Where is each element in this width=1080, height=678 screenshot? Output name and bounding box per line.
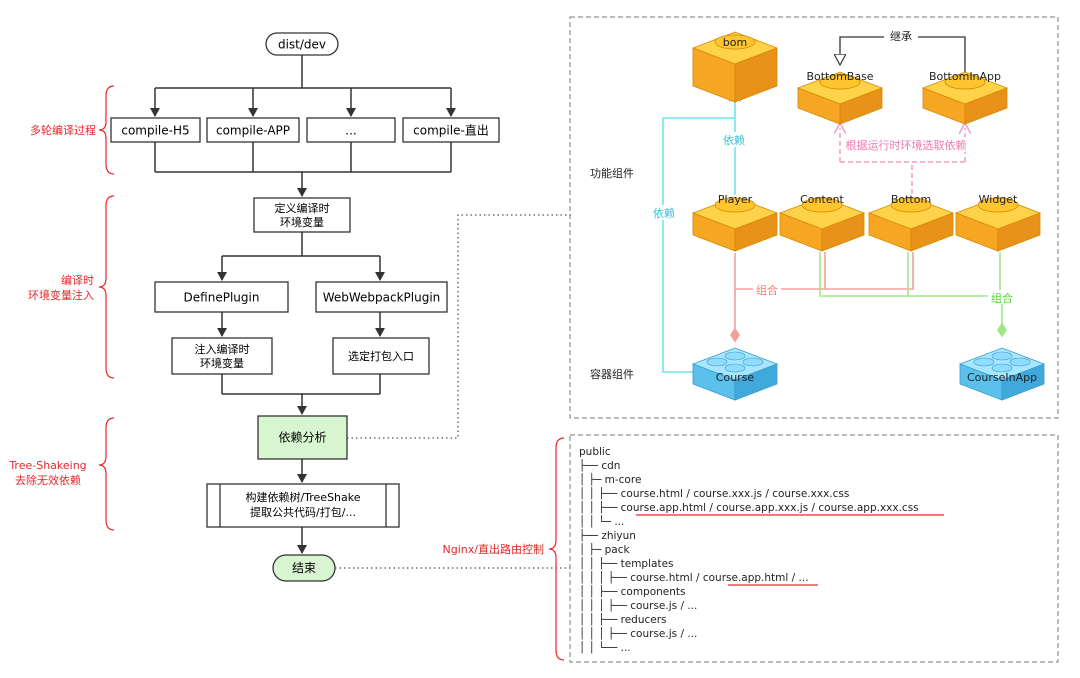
brick-content-label: Content — [800, 193, 844, 206]
brick-course: Course — [691, 347, 779, 401]
compile-app-label: compile-APP — [216, 124, 290, 138]
select-by-env-label: 根据运行时环境选取依赖 — [846, 138, 967, 152]
tree-line: │ │ └── ... — [579, 641, 631, 654]
brick-widget-label: Widget — [979, 193, 1018, 206]
brace-env-inject — [98, 195, 115, 379]
components-panel — [569, 16, 1059, 419]
tree-line: │ │ │ ├── course.html / course.app.html … — [579, 571, 809, 584]
brick-widget: Widget — [954, 193, 1042, 252]
inherit-label: 继承 — [890, 30, 912, 43]
tree-line: │ │ ├── templates — [579, 557, 674, 570]
depends-label-1: 依赖 — [723, 134, 745, 147]
build-line1: 构建依赖树/TreeShake — [245, 490, 360, 504]
brick-player: Player — [691, 193, 779, 252]
brick-player-label: Player — [718, 193, 753, 206]
brick-course-in-app-label: CourseInApp — [967, 371, 1037, 384]
tree-line: │ │ ├── reducers — [579, 613, 667, 626]
compile-h5-label: compile-H5 — [121, 124, 189, 138]
env-inject-line1: 编译时 — [61, 273, 94, 287]
nginx-label: Nginx/直出路由控制 — [443, 542, 544, 556]
end-label: 结束 — [292, 561, 316, 575]
env-inject-line2: 环境变量注入 — [28, 288, 94, 302]
webpack-plugin-label: WebWebpackPlugin — [323, 291, 441, 305]
brick-bottom-base: BottomBase — [796, 70, 884, 125]
select-entry-box — [332, 337, 430, 375]
combine-label-2: 组合 — [991, 291, 1013, 305]
multi-compile-label: 多轮编译过程 — [30, 123, 96, 137]
brick-content: Content — [778, 193, 866, 252]
tree-shaking-line2: 去除无效依赖 — [15, 473, 81, 487]
tree-line: │ │ ├── course.html / course.xxx.js / co… — [579, 487, 849, 500]
brick-bottom-base-label: BottomBase — [806, 70, 873, 83]
start-label: dist/dev — [278, 38, 326, 52]
tree-line: │ │ │ ├── course.js / ... — [579, 627, 697, 640]
flowchart: dist/dev compile-H5 compile-APP ... comp… — [110, 32, 500, 582]
tree-line: public — [579, 446, 611, 458]
tree-line: ├── cdn — [579, 459, 620, 472]
brick-course-label: Course — [716, 371, 755, 384]
brace-multi-compile — [98, 85, 115, 175]
define-env-line1: 定义编译时 — [275, 201, 330, 215]
combine-label-1: 组合 — [756, 283, 778, 297]
functional-label: 功能组件 — [590, 166, 634, 180]
compile-h5-box — [110, 117, 201, 143]
tree-line: │ ├─ pack — [579, 543, 631, 556]
compile-direct-label: compile-直出 — [413, 124, 489, 138]
inject-env-box — [171, 337, 273, 375]
select-entry-label: 选定打包入口 — [348, 349, 414, 363]
compile-more-label: ... — [345, 124, 356, 138]
dep-analysis-label: 依赖分析 — [278, 430, 326, 445]
routing-panel — [569, 434, 1059, 663]
tree-shaking-line1: Tree-Shakeing — [8, 459, 86, 472]
inject-env-line1: 注入编译时 — [195, 342, 250, 356]
brick-bottom-in-app: BottomInApp — [921, 70, 1009, 125]
brick-bottom-in-app-label: BottomInApp — [929, 70, 1001, 83]
inject-env-line2: 环境变量 — [200, 356, 244, 370]
tree-line: │ │ ├── course.app.html / course.app.xxx… — [579, 501, 919, 514]
dotted-link-top — [347, 214, 572, 439]
container-label: 容器组件 — [590, 367, 634, 381]
tree-line: │ ├─ m-core — [579, 473, 641, 486]
brick-course-in-app: CourseInApp — [958, 347, 1046, 401]
brace-tree-shaking — [98, 417, 115, 531]
webpack-plugin-box — [315, 281, 448, 313]
tree-line: ├── zhiyun — [579, 529, 636, 542]
build-box — [206, 483, 400, 528]
brick-bom-label: bom — [723, 36, 747, 49]
combine-red-lines — [730, 252, 914, 343]
tree-line: │ │ └─ ... — [579, 515, 624, 528]
brace-nginx — [548, 437, 565, 661]
depends-label-2: 依赖 — [653, 207, 675, 220]
define-env-line2: 环境变量 — [280, 215, 324, 229]
tree-line: │ │ │ ├── course.js / ... — [579, 599, 697, 612]
side-labels — [98, 85, 115, 531]
tree-line: │ │ ├── components — [579, 585, 686, 598]
define-plugin-label: DefinePlugin — [184, 291, 260, 305]
file-tree: public ├── cdn │ ├─ m-core │ │ ├── cours… — [579, 446, 944, 654]
brick-bottom: Bottom — [867, 193, 955, 252]
build-line2: 提取公共代码/打包/... — [250, 505, 356, 519]
combine-green-lines — [819, 252, 1007, 338]
brick-bottom-label: Bottom — [891, 193, 931, 206]
brick-bom: bom — [691, 31, 779, 103]
